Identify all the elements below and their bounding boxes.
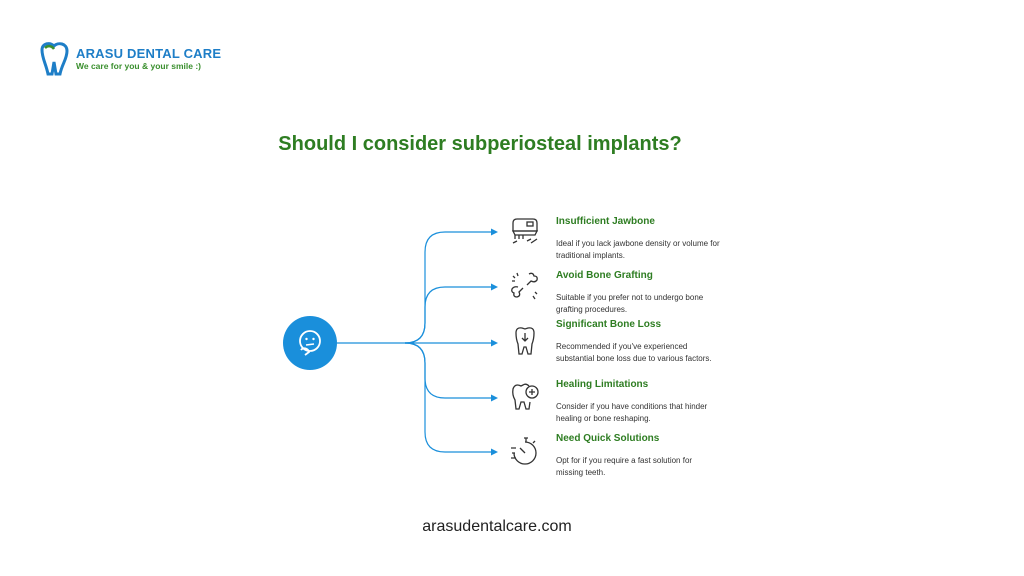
tooth-logo-icon (40, 42, 69, 76)
decision-hub (283, 316, 337, 370)
option-description: Consider if you have conditions that hin… (556, 402, 708, 423)
arrowhead (491, 283, 498, 291)
option-title: Significant Bone Loss (556, 319, 662, 330)
arrowhead (491, 228, 498, 236)
page-title: Should I consider subperiosteal implants… (278, 133, 682, 155)
stopwatch-icon (511, 437, 537, 465)
website-url[interactable]: arasudentalcare.com (422, 518, 572, 535)
jaw-scan-icon (511, 218, 539, 244)
option-description: Ideal if you lack jawbone density or vol… (556, 239, 720, 260)
option-title: Need Quick Solutions (556, 433, 660, 444)
brand-name: ARASU DENTAL CARE (76, 46, 222, 61)
option-title: Healing Limitations (556, 379, 649, 390)
option-description: Suitable if you prefer not to undergo bo… (556, 293, 704, 314)
arrowhead (491, 448, 498, 456)
arrowhead (491, 339, 498, 347)
arrowhead (491, 394, 498, 402)
tooth-plus-icon (512, 383, 539, 410)
broken-bone-icon (511, 272, 538, 300)
option-title: Insufficient Jawbone (556, 216, 655, 227)
brand-tagline: We care for you & your smile :) (76, 61, 202, 71)
thinking-face-icon (299, 330, 321, 356)
brand-logo: ARASU DENTAL CARE We care for you & your… (38, 40, 238, 80)
option-title: Avoid Bone Grafting (556, 270, 653, 281)
option-description: Recommended if you've experienced substa… (556, 342, 712, 363)
option-description: Opt for if you require a fast solution f… (556, 456, 693, 477)
tooth-down-arrow-icon (515, 327, 535, 355)
